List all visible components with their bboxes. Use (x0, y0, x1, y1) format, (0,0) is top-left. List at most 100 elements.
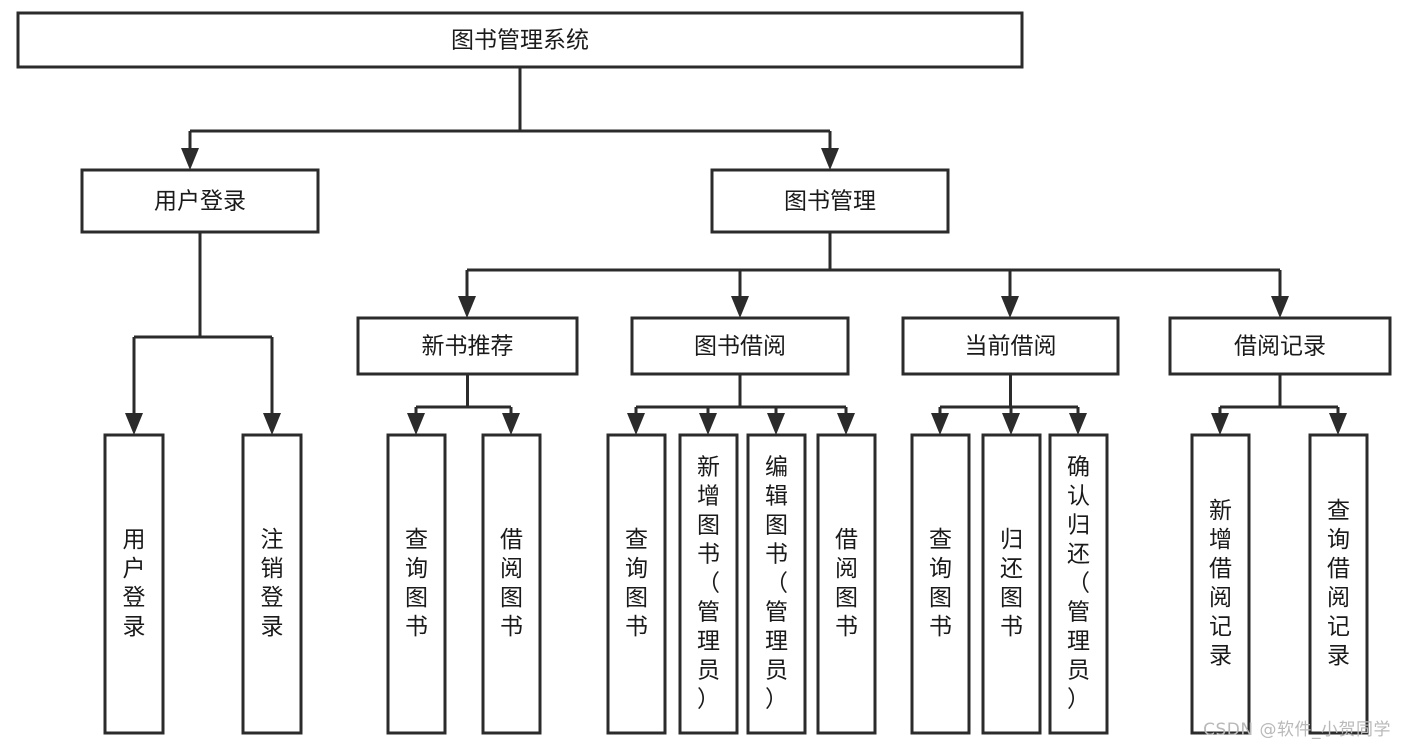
node-label-char: ） (765, 687, 788, 713)
node-label-char: 用 (123, 527, 146, 553)
node-label-char: 阅 (500, 556, 523, 582)
node-label-char: 管 (1067, 600, 1090, 626)
node-label-char: 图 (835, 585, 858, 611)
node-label-char: 理 (765, 629, 788, 655)
node-label-char: 户 (123, 556, 146, 582)
node-label-char: 询 (625, 556, 648, 582)
arrow-head-icon (931, 413, 949, 435)
arrow-head-icon (458, 296, 476, 318)
node-label-char: 员 (697, 658, 720, 684)
arrow-head-icon (1002, 413, 1020, 435)
node-root-system[interactable]: 图书管理系统 (16, 11, 1024, 69)
node-label-char: 书 (835, 614, 858, 640)
node-label: 图书管理系统 (451, 28, 589, 54)
node-book-management[interactable]: 图书管理 (710, 168, 950, 234)
arrow-head-icon (1271, 296, 1289, 318)
node-layer: 图书管理系统用户登录图书管理新书推荐图书借阅当前借阅借阅记录用户登录注销登录查询… (16, 11, 1392, 735)
node-label: 新书推荐 (422, 334, 514, 360)
node-label-char: 记 (1327, 614, 1350, 640)
node-label-char: ） (1067, 687, 1090, 713)
node-label-char: 书 (765, 542, 788, 568)
node-rect (630, 316, 850, 376)
arrow-head-icon (699, 413, 717, 435)
node-label-char: 书 (697, 542, 720, 568)
node-label-char: 员 (765, 658, 788, 684)
node-label-char: 辑 (765, 484, 788, 510)
arrow-head-icon (1329, 413, 1347, 435)
node-label-char: 图 (1000, 585, 1023, 611)
node-label-char: 阅 (1209, 585, 1232, 611)
arrow-head-icon (837, 413, 855, 435)
node-label-char: 图 (697, 513, 720, 539)
node-label: 图书借阅 (694, 334, 786, 360)
node-label-char: 书 (625, 614, 648, 640)
node-label-char: 理 (1067, 629, 1090, 655)
node-label-char: 图 (765, 513, 788, 539)
arrow-head-icon (821, 148, 839, 170)
arrow-head-icon (502, 413, 520, 435)
arrow-head-icon (1069, 413, 1087, 435)
node-label-char: 查 (929, 527, 952, 553)
node-label-char: 录 (1327, 643, 1350, 669)
node-rect (1190, 433, 1251, 735)
node-rect (1168, 316, 1392, 376)
node-rect (386, 433, 447, 735)
node-leaf-user-login[interactable]: 用户登录 (103, 433, 165, 735)
node-rect (481, 433, 542, 735)
node-label-char: 增 (1209, 527, 1232, 553)
node-rect (103, 433, 165, 735)
node-label-char: 借 (500, 527, 523, 553)
node-label-char: 查 (405, 527, 428, 553)
node-label-char: 查 (625, 527, 648, 553)
node-label-char: 图 (929, 585, 952, 611)
node-label-char: 录 (261, 614, 284, 640)
node-label-char: 增 (697, 484, 720, 510)
node-new-book-recommend[interactable]: 新书推荐 (356, 316, 579, 376)
node-label-char: 员 (1067, 658, 1090, 684)
node-current-borrow[interactable]: 当前借阅 (901, 316, 1120, 376)
node-label-char: 管 (697, 600, 720, 626)
node-label-char: 归 (1000, 527, 1023, 553)
node-label-char: 归 (1067, 513, 1090, 539)
node-label-char: 借 (1327, 556, 1350, 582)
node-rect (356, 316, 579, 376)
node-label: 用户登录 (154, 189, 246, 215)
arrow-head-icon (407, 413, 425, 435)
arrow-head-icon (627, 413, 645, 435)
node-borrow-records[interactable]: 借阅记录 (1168, 316, 1392, 376)
node-label-char: 录 (1209, 643, 1232, 669)
node-book-borrow[interactable]: 图书借阅 (630, 316, 850, 376)
connector-layer (125, 67, 1347, 435)
node-rect (1308, 433, 1369, 735)
arrow-head-icon (263, 413, 281, 435)
node-label-char: 图 (625, 585, 648, 611)
node-label-char: 注 (261, 527, 284, 553)
node-user-login[interactable]: 用户登录 (80, 168, 320, 234)
node-label-char: 书 (929, 614, 952, 640)
node-label-char: 认 (1067, 484, 1090, 510)
node-label-char: 编 (765, 455, 788, 481)
node-label-char: 确 (1067, 455, 1090, 481)
node-label-char: 借 (835, 527, 858, 553)
node-label-char: 理 (697, 629, 720, 655)
arrow-head-icon (125, 413, 143, 435)
node-label-char: 询 (405, 556, 428, 582)
arrow-head-icon (767, 413, 785, 435)
node-label: 图书管理 (784, 189, 876, 215)
node-label-char: 管 (765, 600, 788, 626)
node-label-char: 图 (500, 585, 523, 611)
node-label-char: 登 (261, 585, 284, 611)
